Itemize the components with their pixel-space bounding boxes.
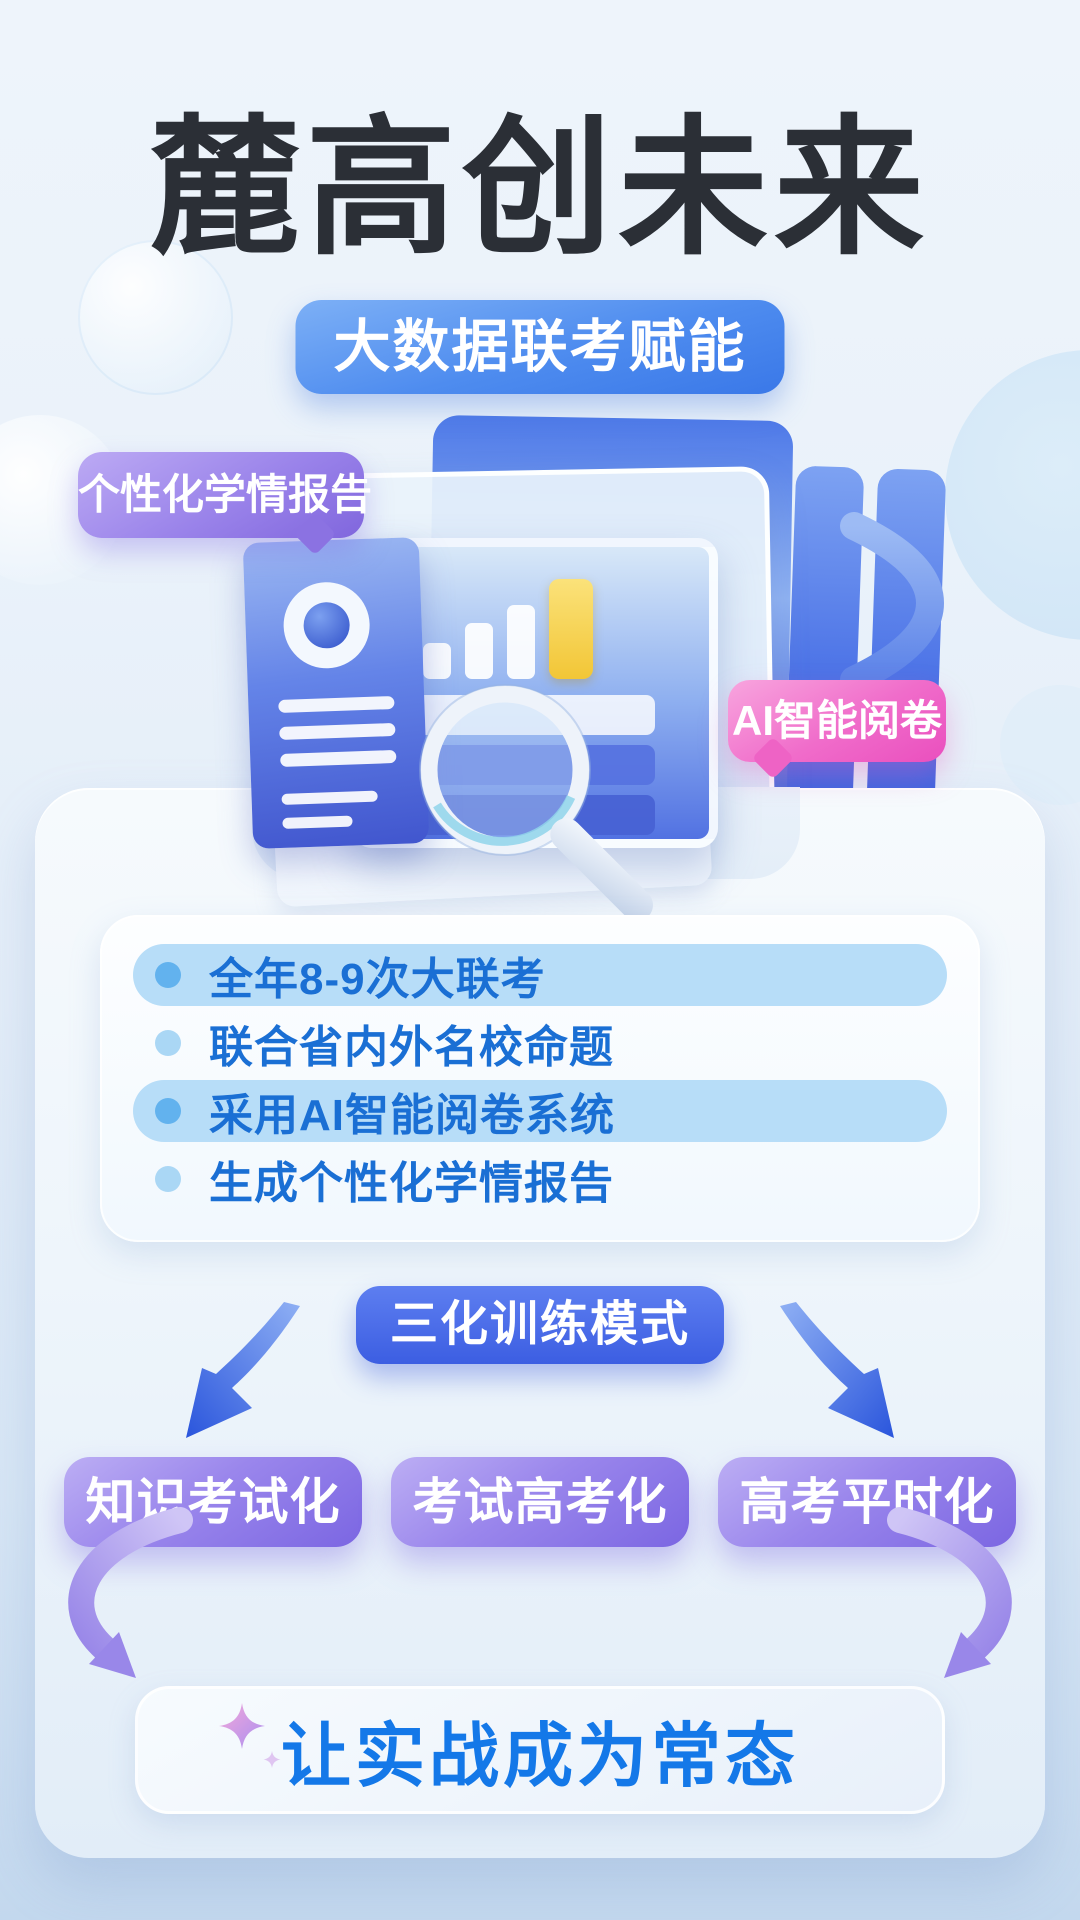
mode-flow-button: 三化训练模式 — [355, 1286, 725, 1364]
feature-item: 采用AI智能阅卷系统 — [133, 1080, 947, 1142]
report-bubble: 个性化学情报告 — [78, 452, 372, 538]
mode-card: 高考平时化 — [718, 1457, 1016, 1547]
header-badge: 大数据联考赋能 — [295, 300, 785, 394]
ribbon-graphic — [840, 512, 945, 694]
arrow-down-right-icon — [780, 1302, 894, 1438]
bullet-dot-icon — [155, 1098, 181, 1124]
slogan-text: 让实战成为常态 — [281, 1716, 799, 1795]
highlight-bar — [549, 579, 593, 679]
bullet-dot-icon — [155, 1030, 181, 1056]
bullet-dot-icon — [155, 962, 181, 988]
screen-row — [399, 745, 655, 785]
sparkle-icon — [219, 1703, 281, 1768]
page-title: 麓高创未来 — [149, 104, 930, 272]
arrow-down-left-icon — [186, 1302, 300, 1438]
decorative-blob — [945, 350, 1080, 640]
feature-list-card: 全年8-9次大联考 联合省内外名校命题 采用AI智能阅卷系统 生成个性化学情报告 — [100, 915, 980, 1242]
feature-item: 全年8-9次大联考 — [133, 944, 947, 1006]
ai-bubble: AI智能阅卷 — [728, 680, 946, 762]
feature-item: 生成个性化学情报告 — [133, 1148, 947, 1210]
decorative-blob — [1000, 685, 1080, 805]
curved-arrow-right-icon — [887, 1507, 1012, 1678]
mode-card: 知识考试化 — [64, 1457, 362, 1547]
bar-chart-graphic — [423, 571, 593, 679]
magnifier-icon — [419, 684, 654, 922]
mode-card: 考试高考化 — [391, 1457, 689, 1547]
feature-item: 联合省内外名校命题 — [133, 1012, 947, 1074]
decorative-blob — [78, 240, 233, 395]
slogan-card: 让实战成为常态 — [135, 1686, 945, 1814]
donut-chart-icon — [282, 580, 372, 670]
curved-arrow-left-icon — [68, 1507, 193, 1678]
bullet-dot-icon — [155, 1166, 181, 1192]
